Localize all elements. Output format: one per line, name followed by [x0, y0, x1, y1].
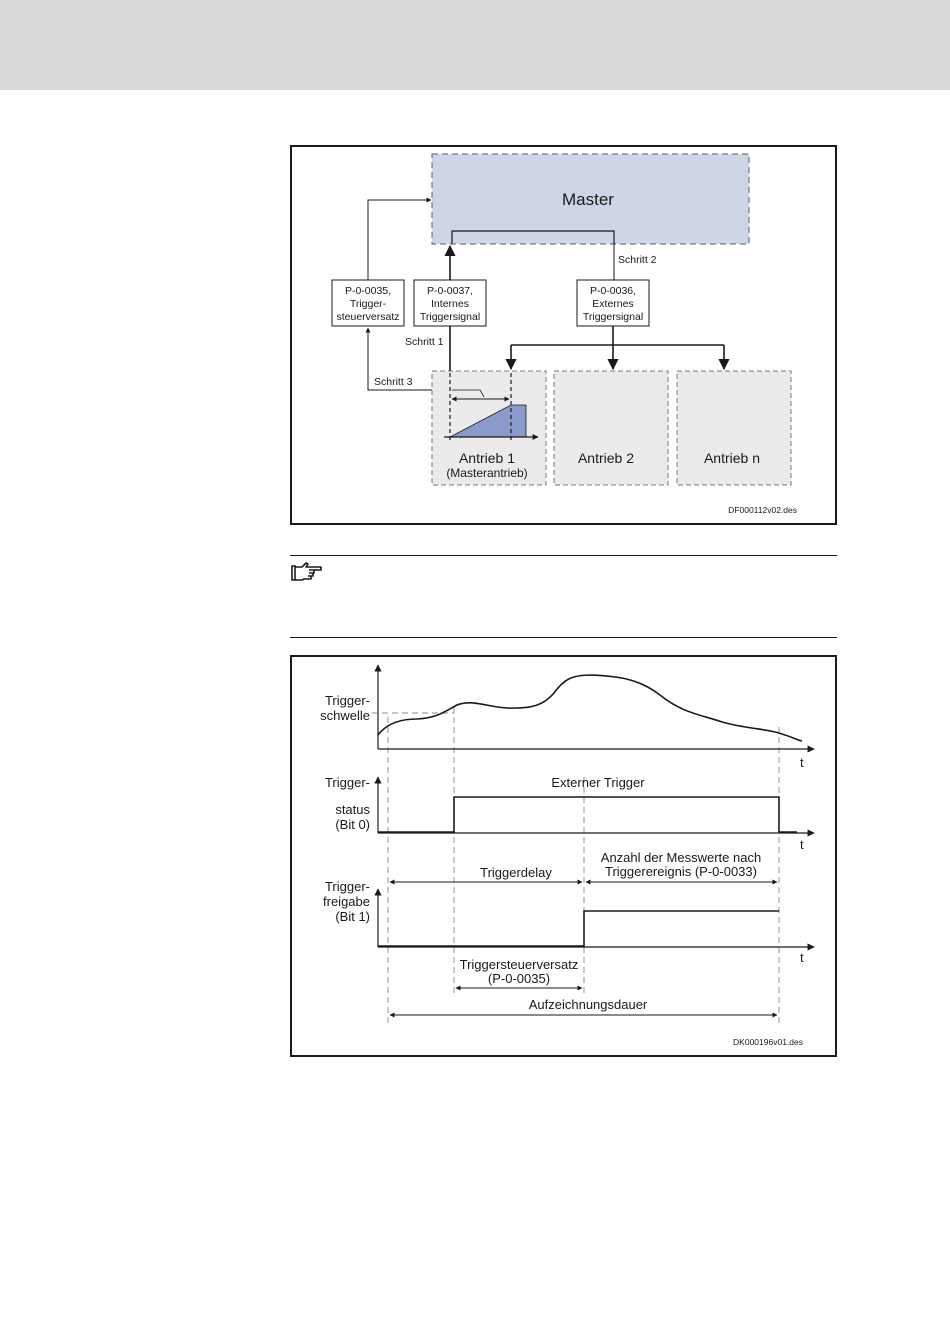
master-label: Master [562, 190, 614, 209]
figure2-file-code: DK000196v01.des [733, 1037, 803, 1047]
status-t-label: t [800, 837, 804, 852]
step2-label: Schritt 2 [618, 254, 657, 266]
note-bottom-rule [290, 637, 837, 638]
param-box-trigger-offset-line2: Trigger- [350, 298, 387, 310]
driven-box [676, 370, 792, 486]
param-box-trigger-offset-line3: steuerversatz [336, 311, 399, 323]
timing-diagram-svg: Trigger- schwelle t Trigger- status (Bit… [320, 664, 815, 1047]
trigger-threshold-line2: schwelle [320, 708, 370, 723]
step1-label: Schritt 1 [405, 336, 444, 348]
param-box-trigger-offset-line1: P-0-0035, [345, 285, 391, 297]
param-box-external-trigger-line3: Triggersignal [583, 311, 643, 323]
trigger-status-line1: Trigger- [325, 775, 370, 790]
trigger-offset-line1: Triggersteuerversatz [460, 957, 579, 972]
ramp-bracket [452, 389, 485, 398]
trigger-enable-line2: freigabe [323, 894, 370, 909]
block-diagram-svg: Master P-0-0035, Trigger- steuerversatz … [331, 153, 797, 515]
master-box [431, 153, 750, 245]
drive1-label: Antrieb 1 [459, 450, 515, 466]
trigger-delay-label: Triggerdelay [480, 865, 552, 880]
status-signal [378, 796, 797, 833]
trigger-enable-line1: Trigger- [325, 879, 370, 894]
pointing-hand-icon [290, 560, 324, 584]
trigger-offset-line2: (P-0-0035) [488, 971, 550, 986]
trigger-block-diagram: Master P-0-0035, Trigger- steuerversatz … [290, 145, 837, 525]
signal-curve [377, 674, 803, 742]
param-box-internal-trigger-line2: Internes [431, 298, 469, 310]
param-box-trigger-offset [331, 279, 405, 327]
trigger-timing-diagram: Trigger- schwelle t Trigger- status (Bit… [290, 655, 837, 1057]
page-header-band [0, 0, 950, 90]
recording-duration-label: Aufzeichnungsdauer [529, 997, 648, 1012]
param-box-internal-trigger-line1: P-0-0037, [427, 285, 473, 297]
enable-t-label: t [800, 950, 804, 965]
arrow-step3 [365, 327, 450, 391]
enable-signal [378, 910, 779, 947]
drive1-sub-label: (Masterantrieb) [446, 466, 527, 480]
note-top-rule [290, 555, 837, 556]
external-trigger-label: Externer Trigger [551, 775, 645, 790]
param-box-external-trigger-line1: P-0-0036, [590, 285, 636, 297]
arrow-offset-to-master [367, 197, 432, 280]
signal-t-label: t [800, 755, 804, 770]
measurements-after-line1: Anzahl der Messwerte nach [601, 850, 761, 865]
param-box-external-trigger-line2: Externes [592, 298, 633, 310]
measurements-after-line2: Triggerereignis (P-0-0033) [605, 864, 757, 879]
figure1-file-code: DF000112v02.des [728, 505, 797, 515]
trigger-status-line3: (Bit 0) [335, 817, 370, 832]
step3-label: Schritt 3 [374, 376, 413, 388]
param-box-internal-trigger-line3: Triggersignal [420, 311, 480, 323]
driven-label: Antrieb n [704, 450, 760, 466]
param-box-internal-trigger [413, 279, 487, 327]
trigger-status-line2: status [335, 802, 370, 817]
trigger-threshold-line1: Trigger- [325, 693, 370, 708]
drive2-label: Antrieb 2 [578, 450, 634, 466]
master-internal-link [451, 230, 615, 244]
drive2-box [553, 370, 669, 486]
trigger-enable-line3: (Bit 1) [335, 909, 370, 924]
